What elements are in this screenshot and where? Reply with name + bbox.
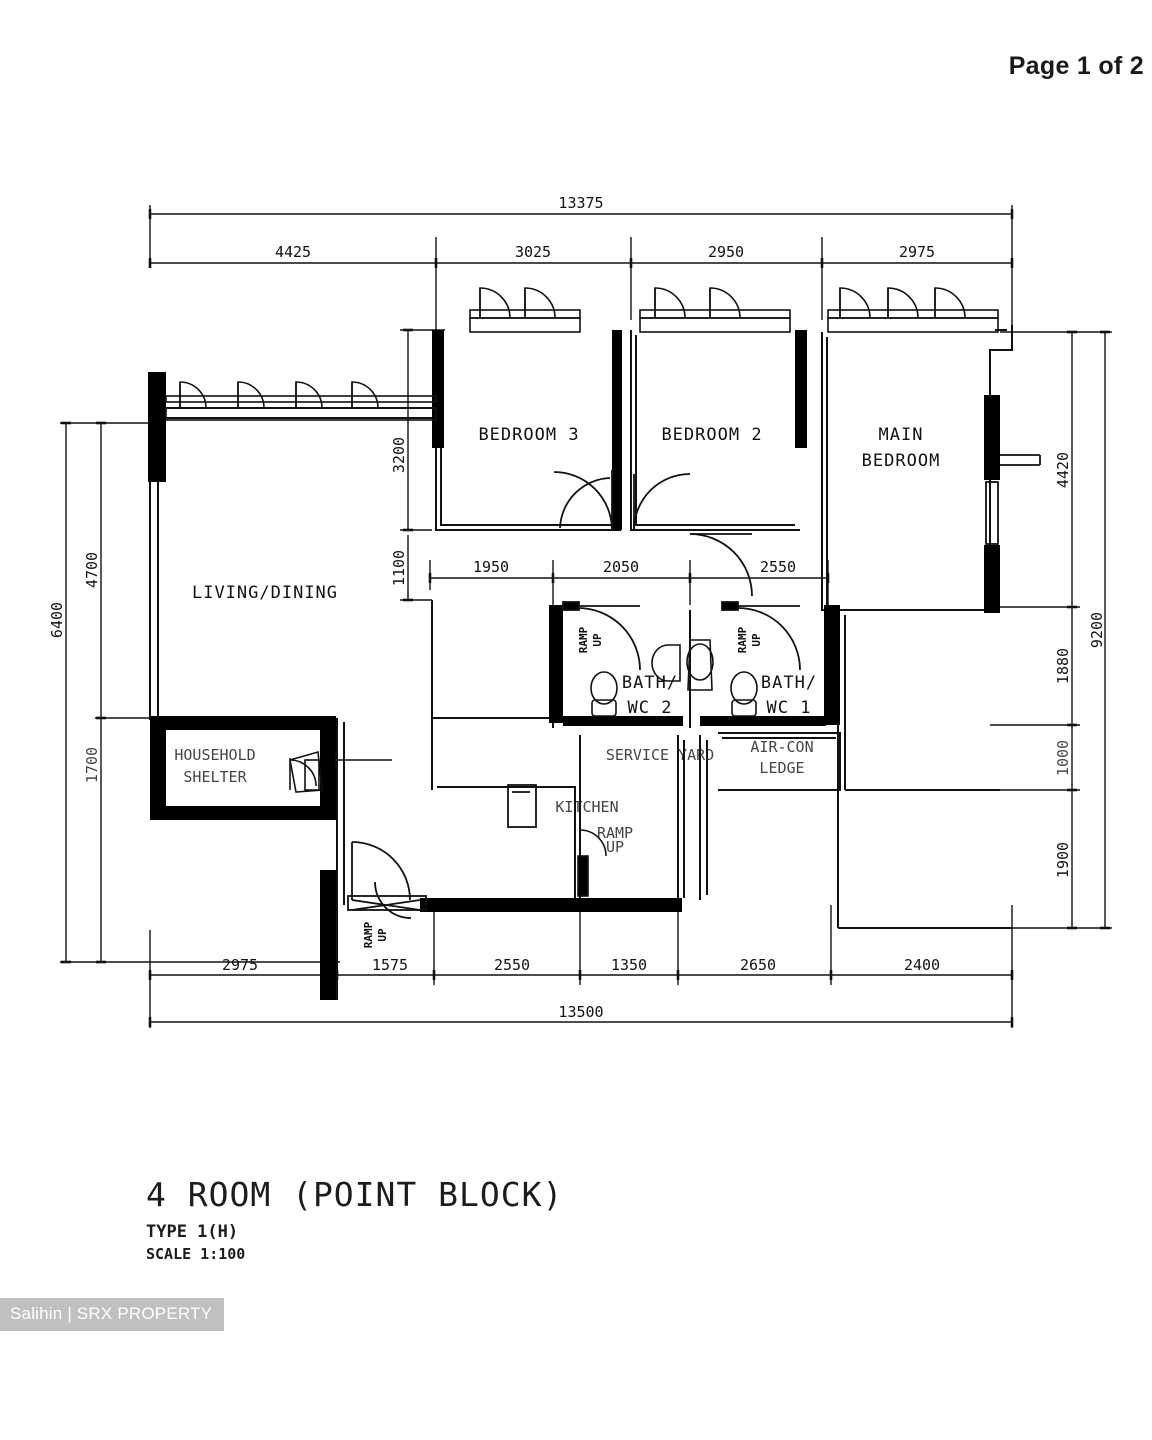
structural-walls: [148, 330, 1000, 1000]
toilet-fixture-wc-2: [590, 671, 618, 717]
annotation-ramp-up-bath1-line2: UP: [750, 633, 763, 647]
door-kitchen: [577, 828, 607, 897]
dim-interior-vert-2: 1100: [390, 550, 408, 586]
dimension-ticks-right: [1067, 330, 1110, 930]
room-label-household-shelter-line1: HOUSEHOLD: [174, 746, 255, 764]
door-bath-wc-1: [721, 601, 801, 671]
window-main-bedroom: [827, 287, 999, 333]
room-label-bedroom-2: BEDROOM 2: [661, 425, 762, 445]
door-main-bedroom: [689, 533, 753, 597]
dimension-lines-right: [838, 331, 1112, 929]
dim-interior-vert-1: 3200: [390, 437, 408, 473]
room-label-service-yard: SERVICE YARD: [606, 746, 714, 764]
dim-bottom-seg-6: 2400: [904, 956, 940, 974]
title-block: 4 ROOM (POINT BLOCK) TYPE 1(H) SCALE 1:1…: [146, 1176, 666, 1263]
annotation-ramp-up-entry-line2: UP: [376, 928, 389, 942]
annotation-ramp-up-bath1-line1: RAMP: [736, 626, 749, 653]
dim-interior-horiz-2: 2050: [603, 558, 639, 576]
door-bedroom-3: [553, 470, 613, 531]
basin-fixture-wc-1: [686, 639, 714, 691]
annotation-ramp-up-kitchen-line1: RAMP: [597, 824, 633, 842]
dim-right-seg-2: 1880: [1054, 648, 1072, 684]
dim-top-seg-2: 3025: [515, 243, 551, 261]
room-label-main-bedroom-line2: BEDROOM: [862, 451, 941, 471]
leader-line-service-yard: [335, 752, 392, 768]
room-label-bath-wc-1-line1: BATH/: [761, 673, 817, 693]
window-bedroom-3: [469, 287, 581, 333]
dim-right-overall: 9200: [1088, 612, 1106, 648]
wall-outlines-thin: [149, 325, 1013, 1000]
watermark-label: Salihin | SRX PROPERTY: [0, 1298, 225, 1331]
door-bedroom-2: [633, 473, 691, 531]
dimension-lines-left: [60, 422, 340, 963]
window-living-dining: [165, 381, 437, 421]
dim-bottom-seg-4: 1350: [611, 956, 647, 974]
window-main-bedroom-side: [985, 454, 1041, 545]
annotation-ramp-up-bath2-line1: RAMP: [577, 626, 590, 653]
dim-right-seg-4: 1900: [1054, 842, 1072, 878]
basin-fixture-wc-2: [651, 644, 681, 682]
basin-fixture-service-yard: [289, 750, 323, 793]
dimension-ticks-bottom: [148, 970, 1014, 1027]
room-label-bath-wc-1-line2: WC 1: [767, 698, 812, 718]
dimension-ticks-left: [61, 421, 106, 964]
annotation-ramp-up-bath2-line2: UP: [591, 633, 604, 647]
dim-top-seg-1: 4425: [275, 243, 311, 261]
room-label-kitchen: KITCHEN: [555, 798, 618, 816]
dim-bottom-seg-2: 1575: [372, 956, 408, 974]
annotation-air-con-ledge-line1: AIR-CON: [750, 738, 813, 756]
room-label-main-bedroom-line1: MAIN: [879, 425, 924, 445]
dim-right-seg-1: 4420: [1054, 452, 1072, 488]
room-label-bath-wc-2-line2: WC 2: [628, 698, 673, 718]
dim-top-overall: 13375: [558, 194, 603, 212]
page-number-label: Page 1 of 2: [1008, 52, 1144, 80]
dim-top-seg-3: 2950: [708, 243, 744, 261]
room-label-living-dining: LIVING/DINING: [192, 583, 338, 603]
dim-bottom-seg-3: 2550: [494, 956, 530, 974]
window-bedroom-2: [639, 287, 791, 333]
door-bath-wc-2: [562, 601, 641, 671]
annotation-ramp-up-kitchen-line2: UP: [606, 838, 624, 856]
plan-type-label: TYPE 1(H): [146, 1221, 239, 1242]
dim-interior-horiz-1: 1950: [473, 558, 509, 576]
room-label-household-shelter-line2: SHELTER: [183, 768, 247, 786]
dim-left-seg-1: 4700: [83, 552, 101, 588]
dim-right-seg-3: 1000: [1054, 740, 1072, 776]
dim-left-seg-2: 1700: [83, 747, 101, 783]
annotation-ramp-up-entry-line1: RAMP: [362, 921, 375, 948]
annotation-air-con-ledge-line2: LEDGE: [759, 759, 804, 777]
dimension-ticks-top: [148, 209, 1014, 268]
dim-left-overall: 6400: [48, 602, 66, 638]
plan-title: 4 ROOM (POINT BLOCK): [146, 1175, 564, 1214]
dim-bottom-seg-1: 2975: [222, 956, 258, 974]
dim-interior-horiz-3: 2550: [760, 558, 796, 576]
room-label-bedroom-3: BEDROOM 3: [478, 425, 579, 445]
dim-bottom-overall: 13500: [558, 1003, 603, 1021]
dimension-lines: [149, 205, 1013, 330]
dim-top-seg-4: 2975: [899, 243, 935, 261]
room-label-bath-wc-2-line1: BATH/: [622, 673, 678, 693]
door-main-entry: [347, 841, 427, 919]
dim-bottom-seg-5: 2650: [740, 956, 776, 974]
plan-scale-label: SCALE 1:100: [146, 1244, 246, 1263]
toilet-fixture-wc-1: [730, 671, 758, 717]
appliance-fixture-kitchen: [507, 784, 537, 828]
